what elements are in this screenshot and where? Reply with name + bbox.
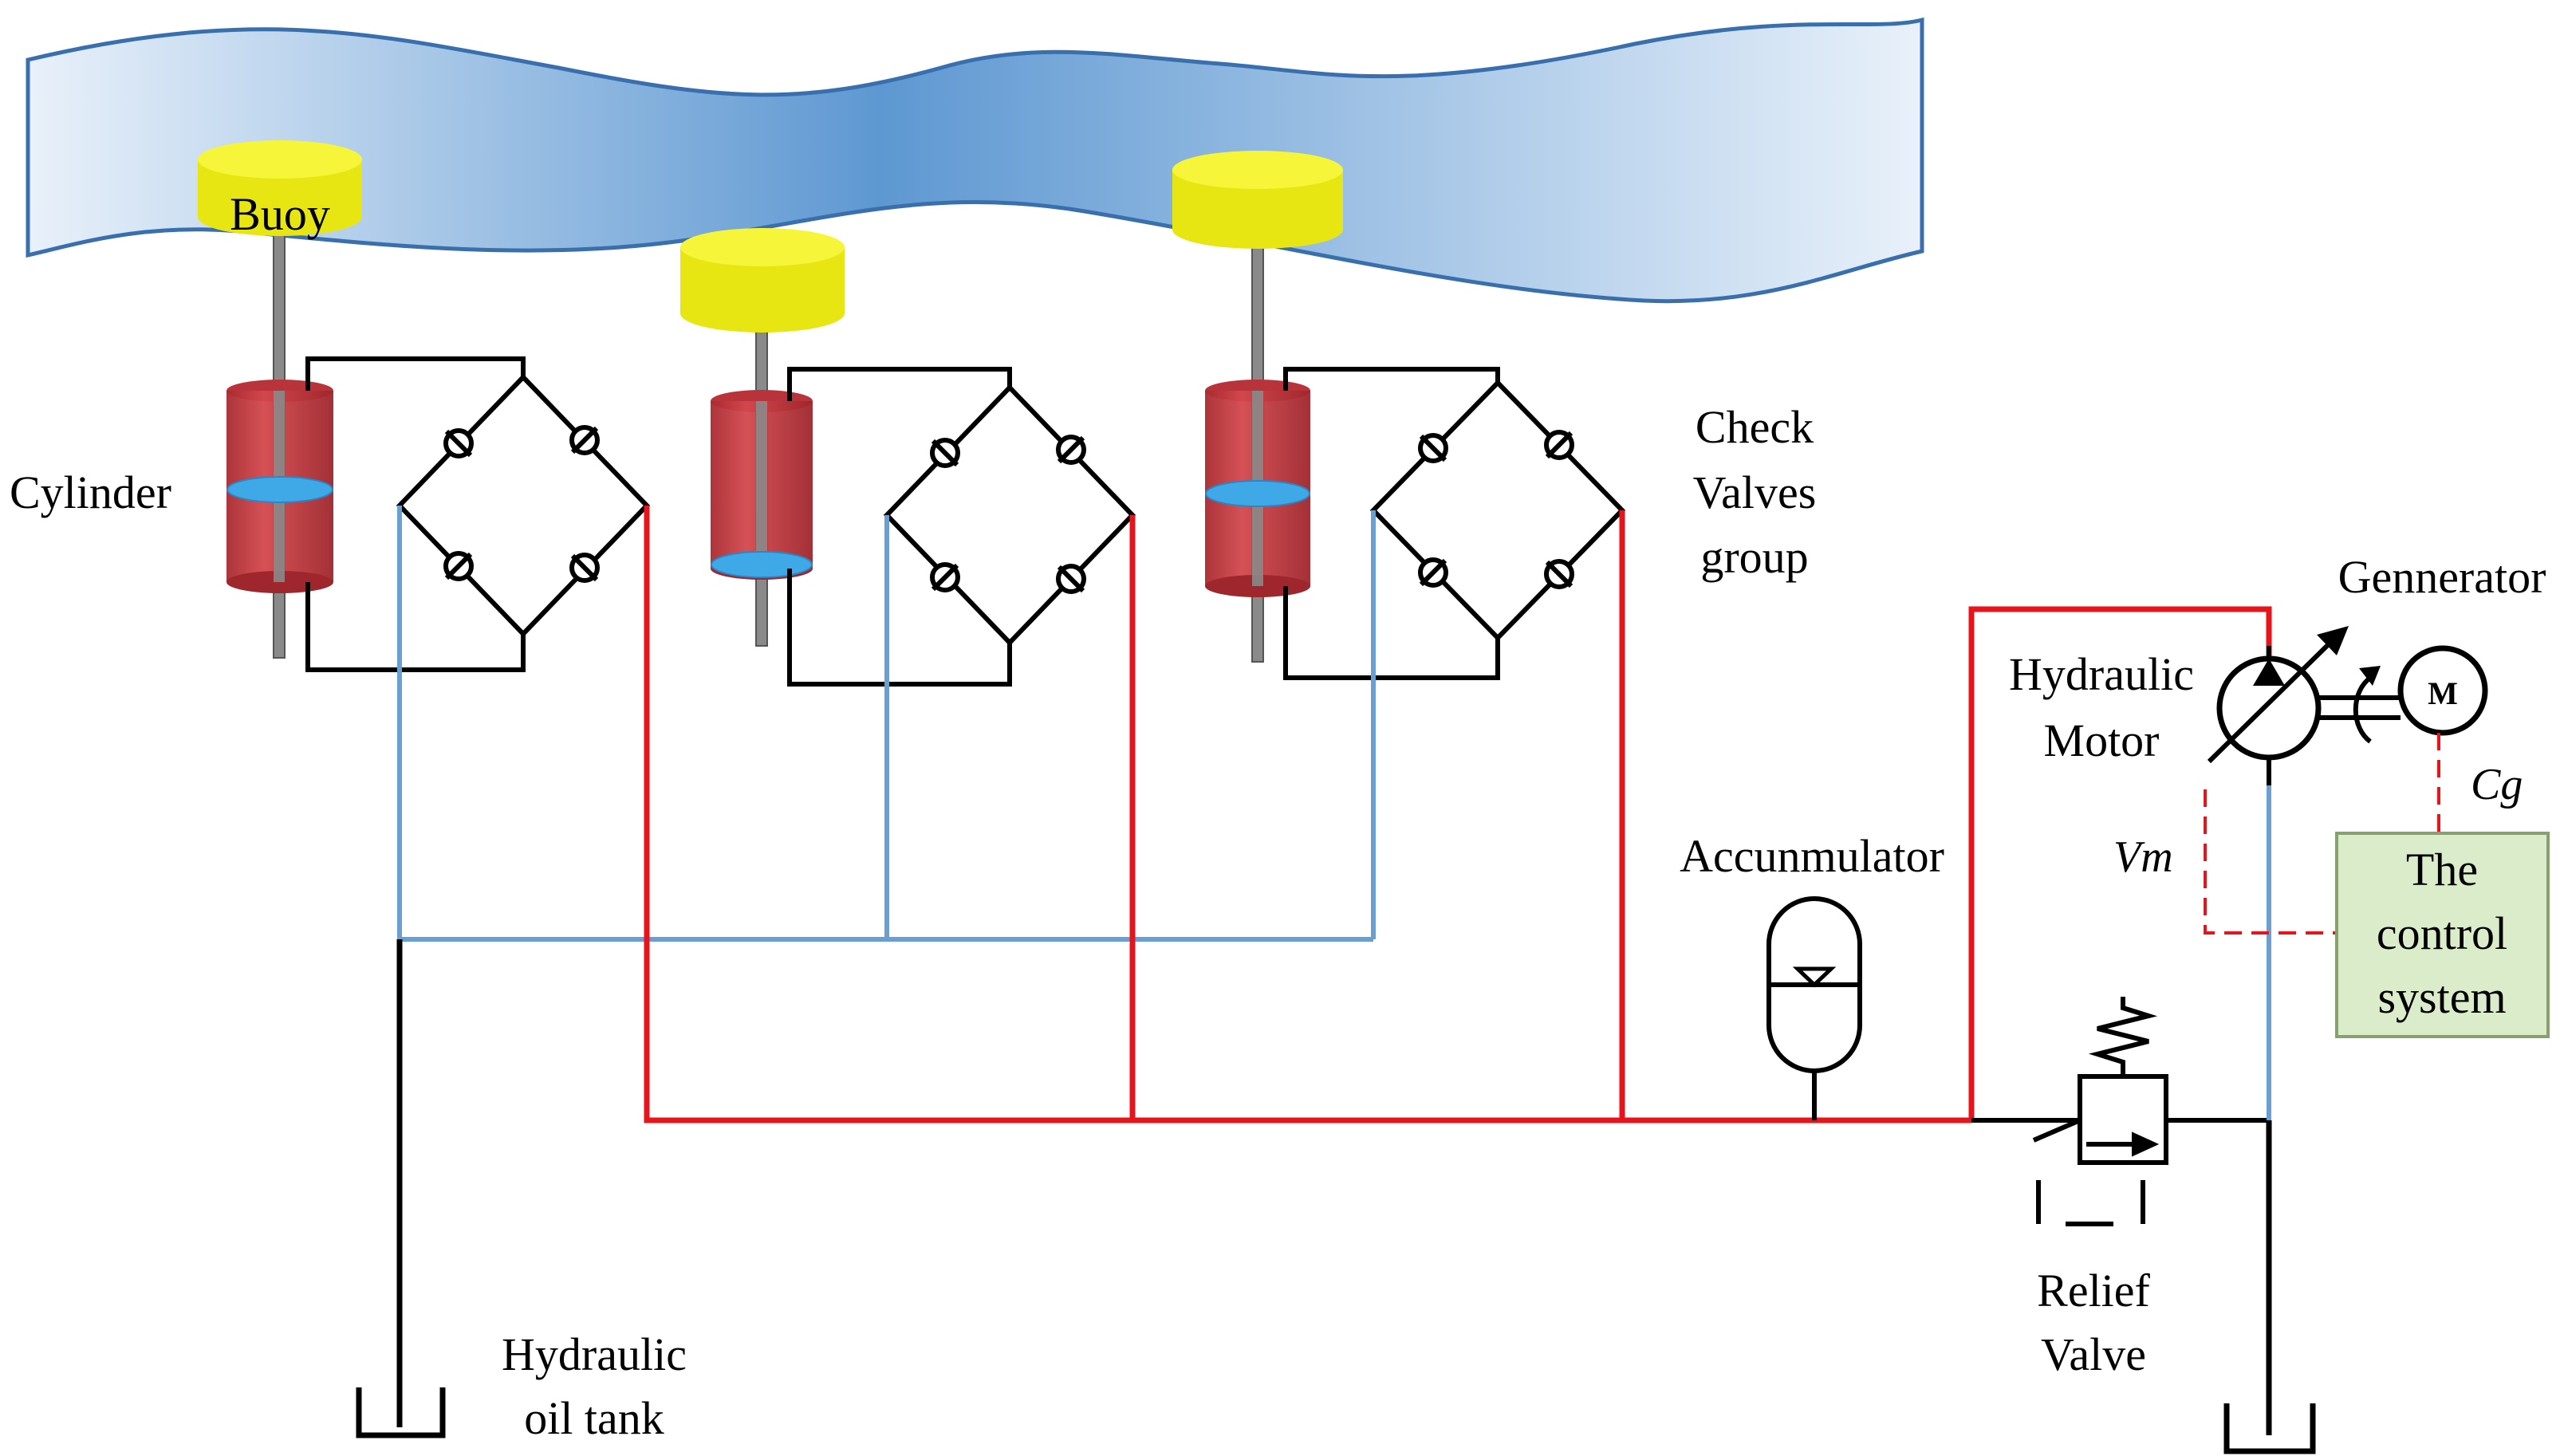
check-valves-label-2: Valves (1693, 466, 1817, 518)
hydraulic-motor-label-2: Motor (2044, 714, 2160, 766)
buoy-2 (680, 228, 845, 333)
generator: M (2397, 645, 2488, 736)
cylinder-2 (711, 390, 813, 580)
cylinder-1 (226, 380, 333, 593)
cyl3-bottom-line (1283, 586, 1500, 680)
vm-label: Vm (2113, 832, 2173, 882)
cg-label: Cg (2471, 760, 2523, 809)
cyl3-top-line (1283, 367, 1500, 391)
control-system-label-2: control (2377, 907, 2507, 959)
hydraulic-motor (2207, 626, 2401, 785)
pressure-lines (644, 506, 2272, 1123)
control-system-label-3: system (2377, 971, 2506, 1023)
cylinder-3 (1205, 380, 1310, 597)
cylinder-label: Cylinder (10, 466, 171, 518)
unit-2 (680, 228, 1136, 687)
cyl1-bottom-line (305, 582, 526, 672)
cyl2-bottom-line (787, 569, 1012, 687)
control-signals (2204, 733, 2440, 935)
relief-valve (1971, 997, 2269, 1226)
piston-3 (1205, 480, 1310, 507)
check-valves-label-3: group (1700, 531, 1808, 583)
hydraulic-motor-label-1: Hydraulic (2009, 648, 2194, 700)
relief-valve-label-2: Valve (2041, 1328, 2146, 1380)
oil-tank-label-2: oil tank (524, 1392, 664, 1444)
piston-1 (226, 476, 333, 503)
accumulator (1766, 896, 1862, 1120)
unit-3 (1172, 151, 1626, 680)
buoy-label: Buoy (230, 188, 330, 240)
oil-tank-label-1: Hydraulic (502, 1328, 687, 1380)
check-valve-bridge-3 (1369, 379, 1626, 642)
return-lines (397, 506, 1376, 942)
accumulator-label: Accunmulator (1680, 830, 1944, 882)
sea-wave (26, 17, 1924, 304)
check-valves-label-1: Check (1696, 401, 1814, 453)
cyl1-top-line (305, 356, 526, 391)
hydraulic-oil-tank-right (2223, 1403, 2316, 1454)
relief-valve-label-1: Relief (2037, 1265, 2150, 1316)
control-system-label-1: The (2406, 844, 2478, 895)
generator-label: Gennerator (2338, 551, 2546, 603)
unit-1: Buoy (198, 140, 651, 672)
buoy-1: Buoy (198, 140, 362, 240)
buoy-3 (1172, 151, 1343, 249)
control-system-box (2335, 832, 2550, 1038)
hydraulic-oil-tank-left (356, 1387, 446, 1438)
cyl2-top-line (787, 367, 1012, 401)
check-valve-bridge-2 (883, 384, 1136, 647)
generator-symbol: M (2428, 675, 2458, 711)
check-valve-bridge-1 (396, 373, 651, 638)
piston-2 (711, 551, 813, 578)
